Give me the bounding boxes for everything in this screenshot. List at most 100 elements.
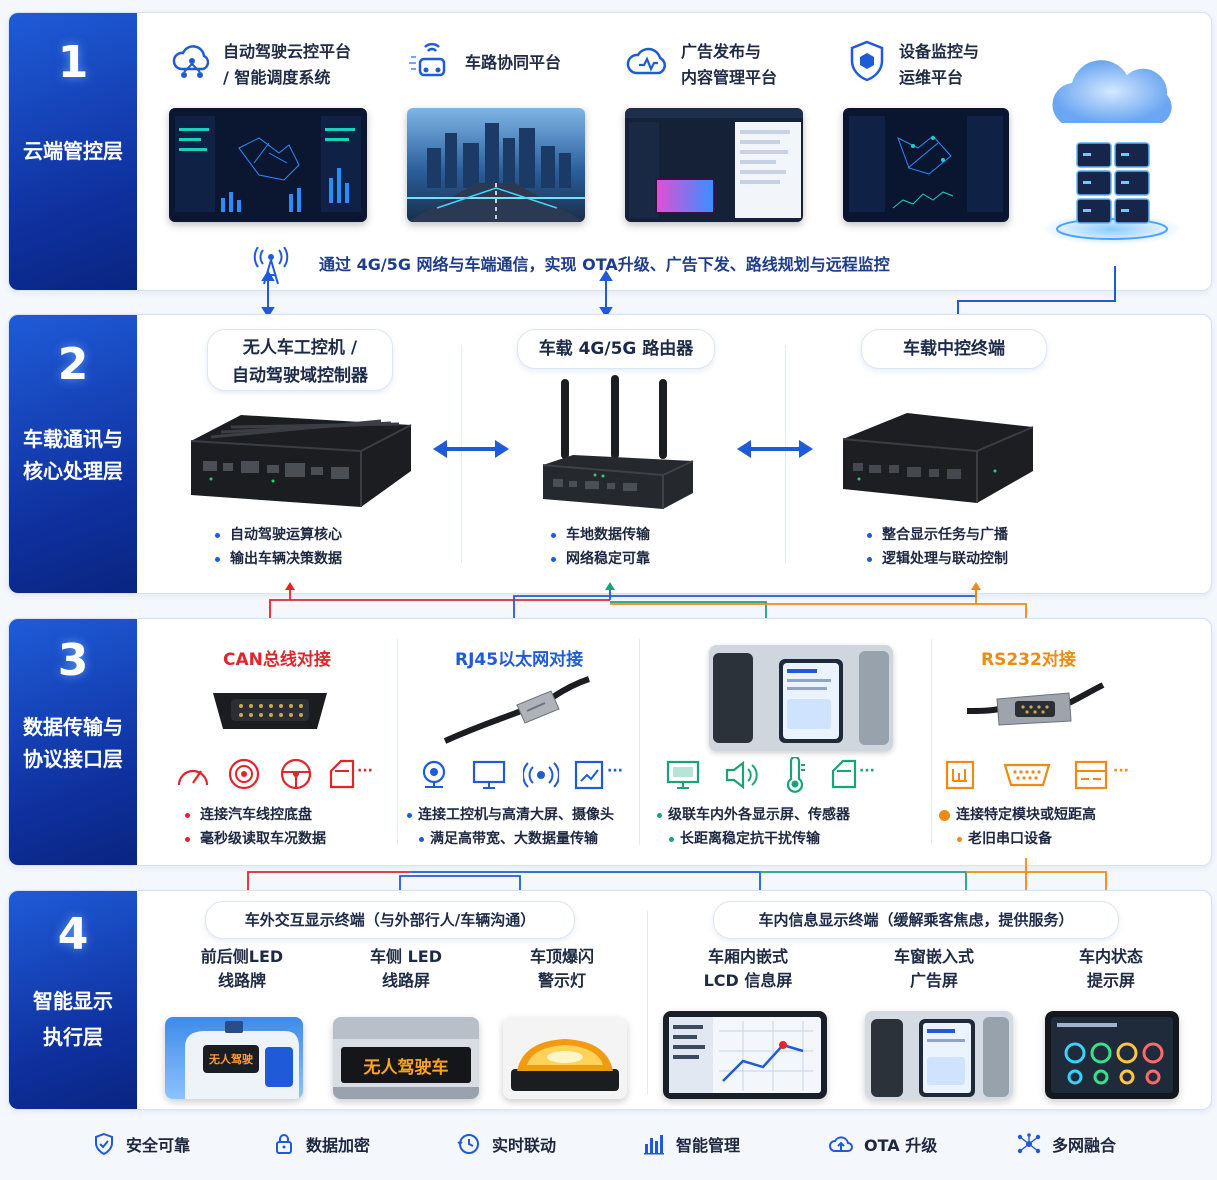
bullet-item: 连接汽车线控底盘 bbox=[185, 803, 326, 827]
bullet-dot bbox=[185, 812, 190, 818]
device-bullets-router: 车地数据传输 网络稳定可靠 bbox=[551, 523, 650, 571]
bullet-item: 自动驾驶运算核心 bbox=[215, 523, 342, 547]
terminal-title: 车内状态 bbox=[1078, 947, 1143, 966]
layer-number: 4 bbox=[57, 909, 89, 960]
bullet-item: 连接工控机与高清大屏、摄像头 bbox=[407, 803, 614, 827]
footer-label: 安全可靠 bbox=[126, 1136, 191, 1155]
lcd-info-screen-image bbox=[663, 1011, 827, 1099]
divider bbox=[931, 639, 932, 845]
bullet-dot bbox=[669, 836, 674, 842]
divider bbox=[461, 345, 462, 563]
bullet-text: 长距离稳定抗干扰传输 bbox=[680, 831, 820, 847]
device-title-ipc: 无人车工控机 / 自动驾驶域控制器 bbox=[207, 329, 393, 391]
led-screen-text: 无人驾驶车 bbox=[363, 1058, 449, 1078]
bullet-text: 级联车内外各显示屏、传感器 bbox=[668, 807, 850, 823]
door-icon bbox=[831, 759, 857, 789]
terminal-title: 线路牌 bbox=[217, 971, 266, 990]
clock-icon bbox=[457, 1134, 479, 1154]
terminal-title: 前后侧LED bbox=[200, 947, 284, 966]
layer-name-line: 数据传输与 bbox=[23, 715, 123, 739]
layer-name: 智能显示 执行层 bbox=[9, 983, 137, 1055]
bullet-item: 车地数据传输 bbox=[551, 523, 650, 547]
steering-wheel-icon bbox=[280, 758, 312, 790]
bullet-dot bbox=[215, 532, 220, 538]
bullet-item: 满足高带宽、大数据量传输 bbox=[407, 827, 614, 851]
terminal-title: 广告屏 bbox=[909, 971, 958, 990]
can-connector-image bbox=[213, 693, 327, 729]
chip-module-icon bbox=[945, 760, 975, 790]
bullet-dot bbox=[867, 532, 872, 538]
bullet-item: 整合显示任务与广播 bbox=[867, 523, 1008, 547]
screen-icon bbox=[666, 760, 700, 789]
rj45-cable-image bbox=[443, 676, 590, 744]
layer-name-line: 执行层 bbox=[43, 1025, 103, 1049]
device-title-line: 无人车工控机 / bbox=[242, 338, 358, 358]
layer-name: 车载通讯与 核心处理层 bbox=[9, 423, 137, 487]
network-nodes-icon bbox=[1017, 1133, 1041, 1154]
bar-chart-icon bbox=[644, 1135, 664, 1155]
more-icon: ··· bbox=[1113, 763, 1129, 779]
camera-icon bbox=[422, 760, 446, 788]
terminal-title: 提示屏 bbox=[1086, 971, 1135, 990]
cloud-server-image bbox=[1042, 60, 1182, 245]
serial-port-icon bbox=[1003, 763, 1051, 787]
bullet-dot bbox=[551, 556, 556, 562]
bullet-text: 整合显示任务与广播 bbox=[882, 527, 1008, 543]
more-icon: ··· bbox=[357, 763, 373, 779]
terminal-title: 警示灯 bbox=[537, 971, 586, 990]
layer-name-line: 核心处理层 bbox=[23, 459, 123, 483]
bidirectional-arrow bbox=[433, 440, 509, 458]
layer-label: 1 云端管控层 bbox=[9, 13, 137, 290]
cloud-content-icon bbox=[626, 47, 666, 75]
dashboard-autodrive-image bbox=[169, 108, 367, 222]
ad-cms-image bbox=[625, 108, 803, 222]
more-icon: ··· bbox=[607, 763, 623, 779]
group-internal-displays: 车内信息显示终端（缓解乘客焦虑，提供服务） bbox=[713, 901, 1119, 939]
platform-v2x: 车路协同平台 bbox=[465, 49, 561, 73]
bullet-dot bbox=[657, 812, 662, 818]
layer-name: 云端管控层 bbox=[23, 139, 123, 163]
device-bullets-terminal: 整合显示任务与广播 逻辑处理与联动控制 bbox=[867, 523, 1008, 571]
layer-name-line: 协议接口层 bbox=[23, 747, 123, 771]
thermometer-icon bbox=[786, 757, 805, 793]
terminal-title: 线路屏 bbox=[381, 971, 430, 990]
door-icon bbox=[329, 759, 355, 789]
bullet-item: 级联车内外各显示屏、传感器 bbox=[657, 803, 850, 827]
device-title-line: 自动驾驶域控制器 bbox=[232, 366, 368, 386]
device-title-terminal: 车载中控终端 bbox=[861, 329, 1047, 369]
platform-title: 广告发布与 bbox=[681, 42, 762, 61]
monitor-icon bbox=[472, 760, 506, 789]
comm-description: 通过 4G/5G 网络与车端通信，实现 OTA升级、广告下发、路线规划与远程监控 bbox=[319, 255, 890, 274]
divider bbox=[397, 639, 398, 845]
platform-title: 车路协同平台 bbox=[465, 53, 562, 72]
window-ad-screen-image bbox=[865, 1011, 1013, 1099]
v2x-car-icon bbox=[409, 42, 446, 77]
bullet-dot bbox=[867, 556, 872, 562]
platform-subtitle: 内容管理平台 bbox=[681, 68, 778, 87]
bullet-dot bbox=[185, 836, 190, 842]
layer-name-line: 智能显示 bbox=[33, 989, 113, 1013]
layer-number: 2 bbox=[57, 339, 89, 390]
router-image bbox=[542, 375, 694, 509]
footer-item-encryption: 数据加密 bbox=[272, 1124, 370, 1164]
footer-label: 实时联动 bbox=[492, 1136, 557, 1155]
terminal-ad-screen: 车窗嵌入式广告屏 bbox=[859, 945, 1009, 993]
cloud-network-icon bbox=[172, 45, 210, 78]
layer-label: 4 智能显示 执行层 bbox=[9, 891, 137, 1109]
bullet-text: 满足高带宽、大数据量传输 bbox=[430, 831, 598, 847]
vehicle-interior-image bbox=[709, 645, 893, 751]
layer-display: 4 智能显示 执行层 车外交互显示终端（与外部行人/车辆沟通） 车内信息显示终端… bbox=[8, 890, 1212, 1110]
industrial-pc-image bbox=[190, 415, 412, 507]
led-screen-image: 无人驾驶车 bbox=[333, 1017, 479, 1099]
bullet-dot bbox=[419, 836, 424, 842]
can-bullets: 连接汽车线控底盘 毫秒级读取车况数据 bbox=[185, 803, 326, 851]
terminal-status-screen: 车内状态提示屏 bbox=[1043, 945, 1179, 993]
terminal-title: 车窗嵌入式 bbox=[893, 947, 974, 966]
footer-label: 智能管理 bbox=[676, 1136, 741, 1155]
layer-label: 2 车载通讯与 核心处理层 bbox=[9, 315, 137, 593]
bullet-item: 逻辑处理与联动控制 bbox=[867, 547, 1008, 571]
layer-protocol: 3 数据传输与 协议接口层 CAN总线对接 ··· 连接汽车线控底盘 毫秒级读取… bbox=[8, 618, 1212, 866]
platform-autodrive: 自动驾驶云控平台 / 智能调度系统 bbox=[223, 39, 351, 91]
